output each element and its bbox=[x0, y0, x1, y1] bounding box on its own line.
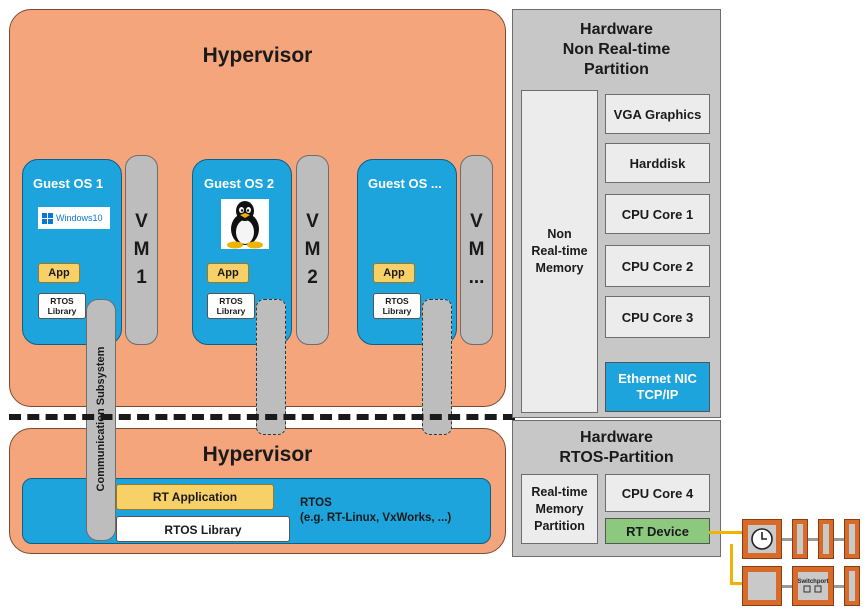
guest-os-2-title: Guest OS 2 bbox=[204, 176, 275, 191]
app-box-1: App bbox=[38, 263, 80, 283]
vm-3: V M ... bbox=[460, 155, 493, 345]
fieldbus-link-5 bbox=[834, 585, 844, 588]
vm-2-letter-v: V bbox=[306, 211, 319, 232]
rt-device-link bbox=[709, 531, 743, 534]
fieldbus-link-1 bbox=[782, 538, 792, 541]
hardware-nrt-title-line2: Non Real-time bbox=[562, 41, 671, 58]
vm-1-letter-v: V bbox=[135, 211, 148, 232]
rtos-library-line2: Library bbox=[47, 306, 77, 316]
rtos-label-line2: (e.g. RT-Linux, VxWorks, ...) bbox=[300, 512, 452, 524]
fieldbus-join-line bbox=[730, 582, 742, 585]
fieldbus-link-4 bbox=[782, 585, 792, 588]
realtime-memory-partition: Real-time Memory Partition bbox=[521, 474, 598, 544]
vm-1-letter-m: M bbox=[133, 239, 150, 260]
dashed-connector-2 bbox=[256, 299, 286, 435]
rtos-library-line1: RTOS bbox=[219, 296, 243, 306]
hardware-nrt-title-line3: Partition bbox=[584, 61, 649, 78]
nrt-memory-line1: Non bbox=[547, 227, 572, 241]
communication-subsystem-bar bbox=[86, 299, 116, 541]
rt-memory-line3: Partition bbox=[534, 518, 585, 533]
cpu-core-1-box: CPU Core 1 bbox=[605, 194, 710, 234]
cpu-core-3-box: CPU Core 3 bbox=[605, 296, 710, 338]
clock-icon bbox=[751, 528, 773, 550]
hardware-rtos-title-line1: Hardware bbox=[580, 429, 653, 446]
vm-2: V M 2 bbox=[296, 155, 329, 345]
rtos-library-line2: Library bbox=[382, 306, 412, 316]
tux-penguin-icon bbox=[221, 199, 269, 249]
hardware-rtos-title: Hardware RTOS-Partition bbox=[512, 428, 721, 468]
hardware-nrt-title-line1: Hardware bbox=[580, 21, 653, 38]
fieldbus-link-2 bbox=[808, 538, 818, 541]
hardware-nrt-title: Hardware Non Real-time Partition bbox=[512, 20, 721, 80]
partition-separator bbox=[9, 414, 515, 420]
harddisk-box: Harddisk bbox=[605, 143, 710, 183]
nic-line1: Ethernet NIC bbox=[618, 371, 697, 386]
fieldbus-node-lower-1 bbox=[742, 566, 782, 606]
rtos-label-line1: RTOS bbox=[300, 497, 332, 509]
fieldbus-node-lower-2 bbox=[844, 566, 860, 606]
cpu-core-4-box: CPU Core 4 bbox=[605, 474, 710, 512]
fieldbus-node-1 bbox=[792, 519, 808, 559]
rtos-library-line1: RTOS bbox=[385, 296, 409, 306]
fieldbus-drop-line bbox=[730, 544, 733, 584]
vm-2-letter-m: M bbox=[304, 239, 321, 260]
rtos-library-line2: Library bbox=[216, 306, 246, 316]
app-box-2: App bbox=[207, 263, 249, 283]
vm-3-letter-v: V bbox=[470, 211, 483, 232]
cpu-core-2-box: CPU Core 2 bbox=[605, 245, 710, 287]
nic-line2: TCP/IP bbox=[636, 387, 679, 402]
rtos-library-box-2: RTOS Library bbox=[207, 293, 255, 319]
vga-graphics-box: VGA Graphics bbox=[605, 94, 710, 134]
fieldbus-clock-node bbox=[742, 519, 782, 559]
dashed-connector-3 bbox=[422, 299, 452, 435]
rt-memory-line2: Memory bbox=[535, 501, 584, 516]
guest-os-1-title: Guest OS 1 bbox=[33, 176, 104, 191]
rtos-library-box: RTOS Library bbox=[116, 516, 290, 542]
rt-application-box: RT Application bbox=[116, 484, 274, 510]
switchport-label: Switchport bbox=[797, 579, 829, 585]
fieldbus-node-2 bbox=[818, 519, 834, 559]
rtos-library-line1: RTOS bbox=[50, 296, 74, 306]
windows-logo-icon: Windows10 bbox=[38, 207, 110, 229]
hardware-rtos-title-line2: RTOS-Partition bbox=[559, 449, 674, 466]
hypervisor-top-title: Hypervisor bbox=[202, 44, 313, 67]
rtos-library-box-3: RTOS Library bbox=[373, 293, 421, 319]
fieldbus-link-3 bbox=[834, 538, 844, 541]
vm-2-number: 2 bbox=[307, 267, 318, 288]
ethernet-nic-box: Ethernet NIC TCP/IP bbox=[605, 362, 710, 412]
guest-os-3-title: Guest OS ... bbox=[368, 176, 442, 191]
nrt-memory-line2: Real-time bbox=[531, 244, 588, 258]
nrt-memory-line3: Memory bbox=[535, 261, 584, 275]
vm-1: V M 1 bbox=[125, 155, 158, 345]
vm-1-number: 1 bbox=[136, 267, 147, 288]
non-realtime-memory: Non Real-time Memory bbox=[521, 90, 598, 413]
fieldbus-node-3 bbox=[844, 519, 860, 559]
rt-device-box: RT Device bbox=[605, 518, 710, 544]
vm-3-letter-m: M bbox=[468, 239, 485, 260]
switchport-node: Switchport bbox=[792, 566, 834, 606]
vm-3-ellipsis: ... bbox=[468, 267, 485, 288]
app-box-3: App bbox=[373, 263, 415, 283]
rtos-label: RTOS (e.g. RT-Linux, VxWorks, ...) bbox=[300, 496, 451, 526]
windows-logo-text: Windows10 bbox=[56, 213, 103, 223]
rtos-library-box-1: RTOS Library bbox=[38, 293, 86, 319]
network-port-icon bbox=[803, 585, 822, 593]
hypervisor-bottom-title: Hypervisor bbox=[202, 443, 313, 466]
rt-memory-line1: Real-time bbox=[531, 484, 588, 499]
